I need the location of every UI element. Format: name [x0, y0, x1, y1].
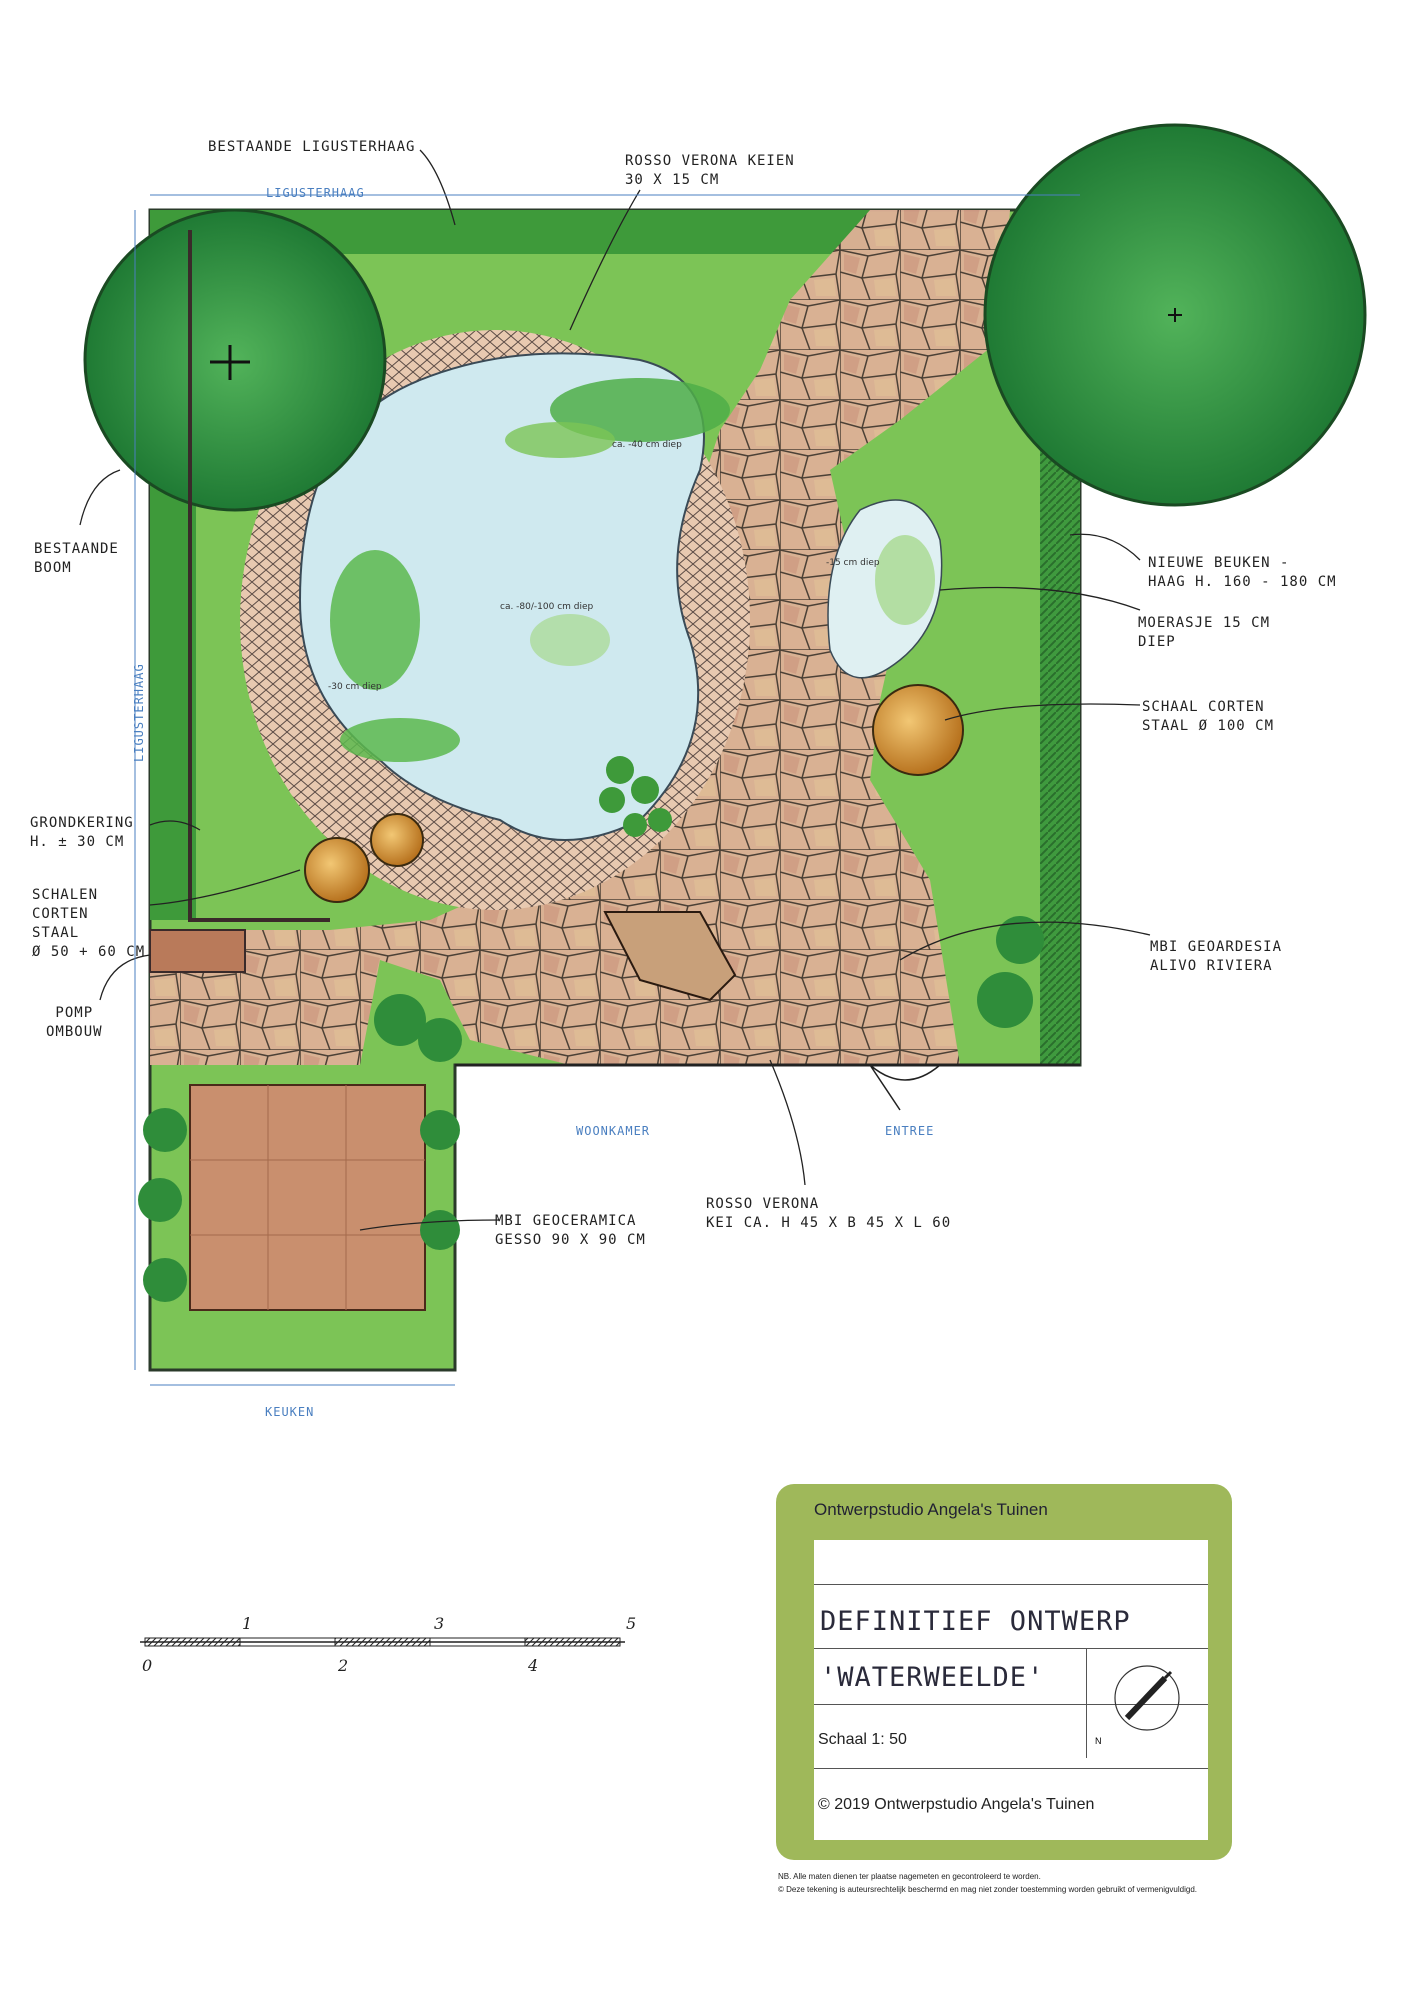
flagstone-path: [150, 210, 1010, 1065]
entree-door: [869, 1064, 941, 1111]
scale-text: Schaal 1: 50: [818, 1731, 907, 1748]
grondkering: [188, 230, 330, 922]
label-mbi-geoceramica: MBI GEOCERAMICA GESSO 90 X 90 CM: [495, 1213, 646, 1248]
label-bestaande-boom: BESTAANDE BOOM: [34, 541, 119, 576]
title-block: Ontwerpstudio Angela's Tuinen DEFINITIEF…: [776, 1484, 1232, 1860]
schaal-corten-60: [304, 837, 370, 903]
terras: [189, 1084, 426, 1311]
scale-label-5: 5: [626, 1614, 637, 1633]
studio-name: Ontwerpstudio Angela's Tuinen: [814, 1500, 1048, 1519]
label-moerasje: MOERASJE 15 CM DIEP: [1138, 615, 1271, 650]
label-mbi-geoardesia: MBI GEOARDESIA ALIVO RIVIERA: [1150, 939, 1283, 974]
label-rosso-verona-keien: ROSSO VERONA KEIEN 30 X 15 CM: [625, 153, 795, 188]
scale-bar: [140, 1637, 625, 1647]
depth-15: -15 cm diep: [826, 558, 880, 568]
depth-40: ca. -40 cm diep: [612, 440, 682, 450]
design-title-2: 'WATERWEELDE': [820, 1662, 1045, 1693]
scale-label-1: 1: [242, 1614, 253, 1633]
scale-label-3: 3: [434, 1614, 445, 1633]
copyright: © 2019 Ontwerpstudio Angela's Tuinen: [818, 1796, 1095, 1813]
scale-label-4: 4: [528, 1656, 539, 1675]
label-schalen-corten: SCHALEN CORTEN STAAL Ø 50 + 60 CM: [32, 887, 146, 960]
boundary-ligusterhaag-left: LIGUSTERHAAG: [132, 663, 146, 762]
label-grondkering: GRONDKERING H. ± 30 CM: [30, 815, 134, 850]
schaal-corten-100: [872, 684, 964, 776]
title-block-inner: [814, 1540, 1208, 1840]
garden-plan: [79, 123, 1367, 1386]
label-bestaande-ligusterhaag: BESTAANDE LIGUSTERHAAG: [208, 139, 416, 155]
label-nieuwe-beukenhaag: NIEUWE BEUKEN - HAAG H. 160 - 180 CM: [1148, 555, 1337, 590]
depth-80: ca. -80/-100 cm diep: [500, 602, 594, 612]
north-box: N: [1086, 1648, 1209, 1758]
boundary-keuken: KEUKEN: [265, 1405, 315, 1419]
boundary-ligusterhaag-top: LIGUSTERHAAG: [266, 186, 365, 200]
schaal-corten-50: [370, 813, 424, 867]
note-copyright: © Deze tekening is auteursrechtelijk bes…: [778, 1885, 1197, 1894]
label-rosso-verona-kei: ROSSO VERONA KEI CA. H 45 X B 45 X L 60: [706, 1196, 952, 1231]
bestaande-boom: [83, 208, 387, 512]
north-label: N: [1095, 1736, 1102, 1746]
pomp-ombouw: [149, 929, 246, 973]
note-nb: NB. Alle maten dienen ter plaatse nageme…: [778, 1872, 1041, 1881]
notes: NB. Alle maten dienen ter plaatse nageme…: [778, 1870, 1238, 1896]
design-title-1: DEFINITIEF ONTWERP: [820, 1606, 1131, 1637]
rosso-verona-kei: [603, 911, 737, 1002]
boundary-entree: ENTREE: [885, 1124, 935, 1138]
boundary-woonkamer: WOONKAMER: [576, 1124, 651, 1138]
label-pomp-ombouw: POMP OMBOUW: [46, 1005, 103, 1040]
scale-label-0: 0: [142, 1656, 153, 1675]
label-schaal-corten: SCHAAL CORTEN STAAL Ø 100 CM: [1142, 699, 1275, 734]
north-arrow-icon: [1114, 1665, 1180, 1731]
scale-label-2: 2: [338, 1656, 349, 1675]
depth-30: -30 cm diep: [328, 682, 382, 692]
